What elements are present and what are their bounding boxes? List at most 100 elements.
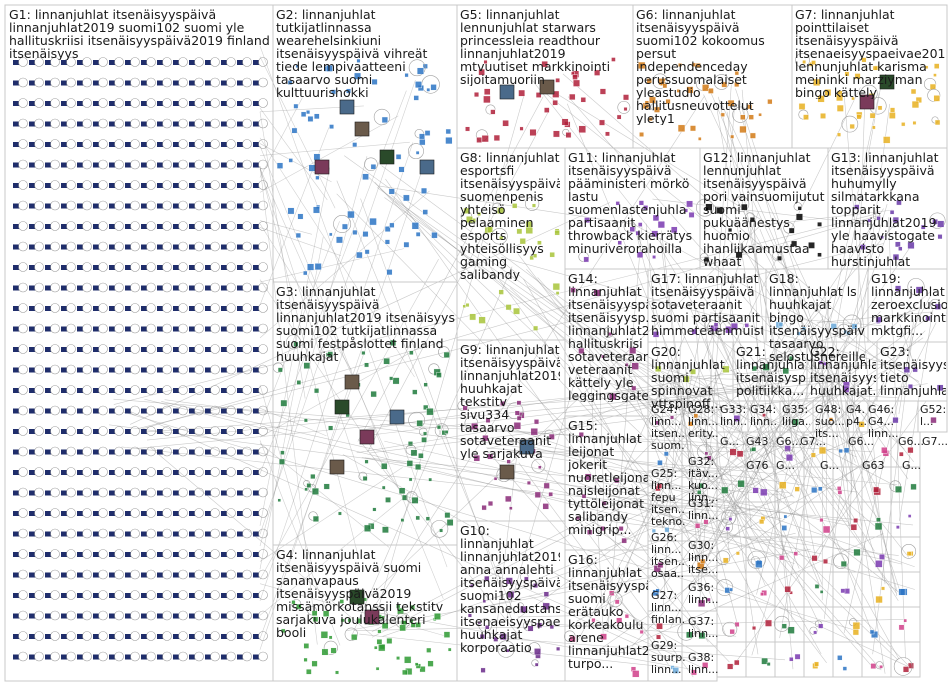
node (881, 447, 887, 453)
node (873, 487, 879, 493)
node (141, 306, 147, 311)
self-loop (195, 611, 204, 620)
node (760, 592, 763, 595)
node (370, 218, 377, 225)
avatar-node (390, 410, 404, 424)
node (253, 429, 259, 434)
self-loop (99, 427, 108, 436)
self-loop (67, 447, 76, 456)
self-loop (243, 160, 252, 169)
self-loop (99, 99, 108, 108)
node (765, 620, 772, 627)
node (494, 477, 497, 480)
node (477, 212, 480, 215)
node (157, 60, 163, 65)
node (527, 481, 530, 484)
self-loop (163, 58, 172, 67)
node (281, 400, 287, 406)
self-loop (163, 611, 172, 620)
node (514, 422, 521, 429)
edge (563, 74, 920, 385)
node (616, 201, 620, 205)
node (61, 347, 67, 352)
self-loop (131, 263, 140, 272)
edge (635, 225, 919, 381)
edge (599, 369, 604, 504)
node (873, 66, 877, 70)
node (93, 306, 99, 311)
self-loop (67, 181, 76, 190)
node (601, 355, 604, 358)
node (45, 429, 51, 434)
self-loop (131, 242, 140, 251)
node (304, 658, 308, 662)
node (631, 386, 636, 391)
node (474, 92, 479, 97)
self-loop (35, 406, 44, 415)
node (125, 593, 131, 598)
node (904, 619, 907, 622)
self-loop (195, 222, 204, 231)
node (13, 511, 19, 516)
node (141, 491, 147, 496)
node (791, 241, 797, 247)
self-loop (243, 304, 252, 313)
node (125, 224, 131, 229)
self-loop (147, 468, 156, 477)
node (875, 560, 882, 567)
node (125, 245, 131, 250)
self-loop (227, 222, 236, 231)
self-loop (195, 283, 204, 292)
self-loop (83, 324, 92, 333)
node (29, 593, 35, 598)
avatar-node (330, 460, 344, 474)
node (466, 216, 472, 222)
node (157, 634, 163, 639)
node (896, 200, 901, 205)
group-box (804, 467, 833, 502)
node (205, 183, 211, 188)
self-loop (195, 160, 204, 169)
node (899, 452, 903, 456)
node (125, 552, 131, 557)
node (141, 142, 147, 147)
self-loop (67, 427, 76, 436)
node (542, 61, 548, 67)
node (431, 84, 437, 90)
node (429, 478, 432, 481)
self-loop (211, 611, 220, 620)
self-loop (243, 201, 252, 210)
node (237, 491, 243, 496)
node (717, 207, 724, 214)
node (45, 204, 51, 209)
node (532, 204, 536, 208)
node (412, 390, 417, 395)
node (579, 126, 586, 133)
node (313, 516, 319, 522)
node (13, 368, 19, 373)
node (734, 82, 739, 87)
self-loop (227, 283, 236, 292)
self-loop (211, 99, 220, 108)
node (93, 614, 99, 619)
node (734, 415, 740, 421)
self-loop (179, 386, 188, 395)
self-loop (227, 140, 236, 149)
node (173, 81, 179, 86)
node (173, 429, 179, 434)
node (477, 137, 482, 142)
node (189, 286, 195, 291)
node (812, 555, 818, 561)
self-loop (115, 427, 124, 436)
node (823, 362, 826, 365)
node (13, 614, 19, 619)
node (237, 347, 243, 352)
self-loop (19, 427, 28, 436)
self-loop (259, 324, 268, 333)
node (625, 363, 628, 366)
self-loop (51, 345, 60, 354)
node (29, 327, 35, 332)
node (738, 480, 745, 487)
self-loop (35, 119, 44, 128)
node (689, 212, 694, 217)
